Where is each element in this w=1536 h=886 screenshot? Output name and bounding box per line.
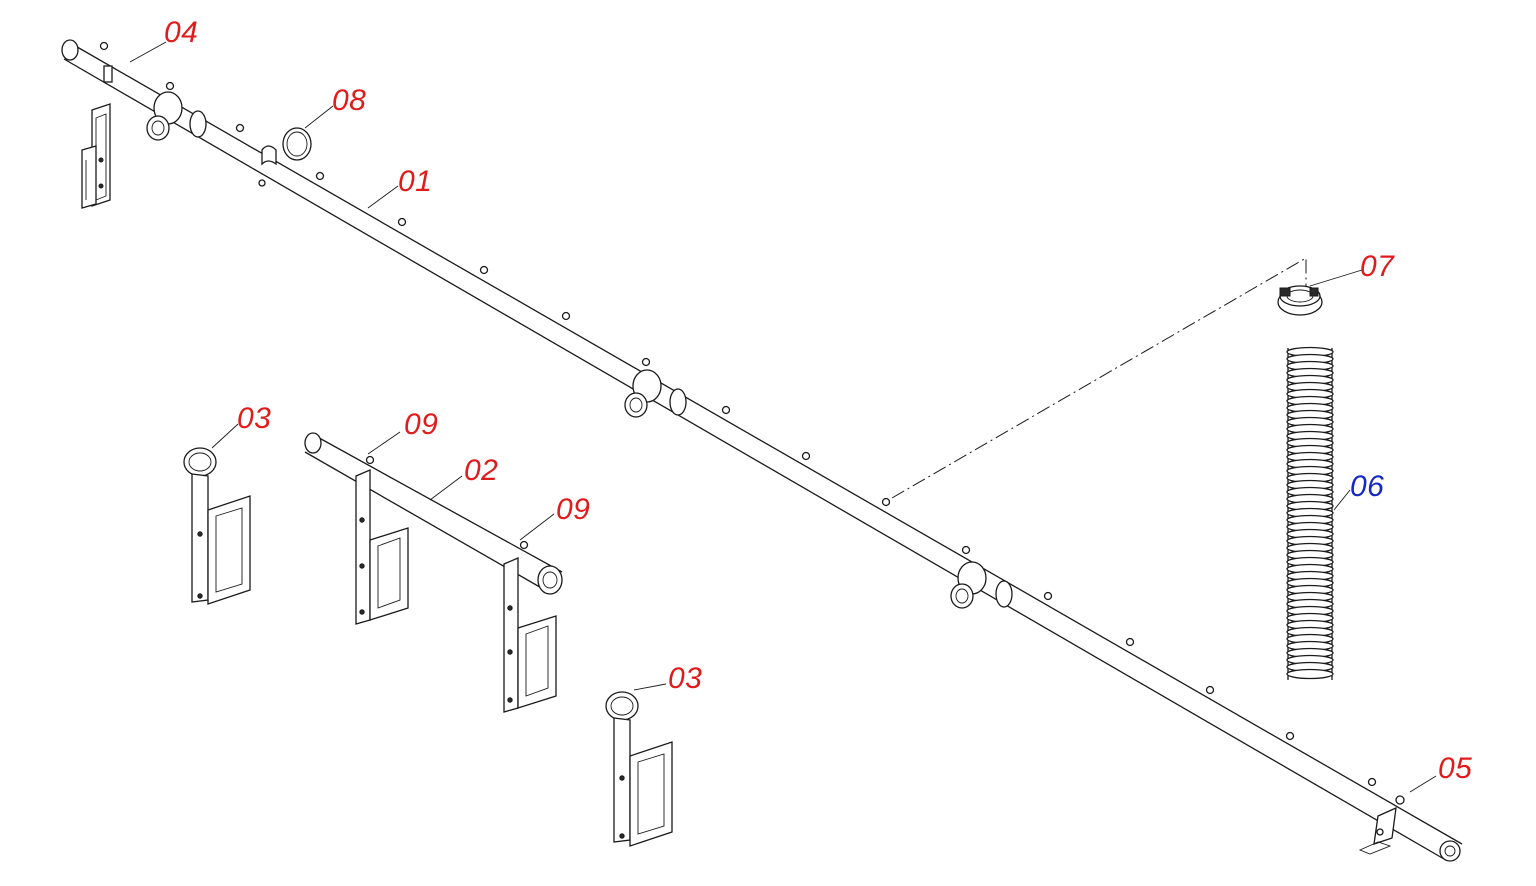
leader-lines (129, 41, 1437, 793)
flange-clamp (1277, 285, 1323, 316)
hose-ring (1286, 668, 1334, 680)
callout-07: 07 (1360, 250, 1395, 283)
end-cap-bracket (1358, 795, 1405, 855)
pipe-ring-clamp (258, 127, 312, 187)
callout-06: 06 (1350, 470, 1384, 503)
tee-fitting-1 (146, 91, 207, 141)
short-pipe-assembly (304, 432, 563, 713)
callout-09-top: 09 (404, 408, 438, 441)
callout-05: 05 (1438, 752, 1472, 785)
callout-09-bottom: 09 (556, 493, 590, 526)
callout-03-middle: 03 (668, 662, 702, 695)
callout-04: 04 (164, 16, 198, 49)
callout-01: 01 (398, 165, 432, 198)
callout-labels: 04 08 01 07 03 09 02 06 09 03 05 (164, 16, 1472, 785)
hanger-middle (605, 691, 673, 847)
callout-03-left: 03 (237, 402, 271, 435)
tee-fitting-3 (950, 561, 1013, 609)
main-pipe (61, 39, 1463, 862)
callout-08: 08 (332, 84, 366, 117)
callout-02: 02 (464, 454, 498, 487)
pipe-bolts (99, 41, 1377, 787)
corrugated-hose (1286, 346, 1334, 680)
end-hanger-bracket (81, 65, 113, 209)
assembly-centerline (891, 257, 1307, 499)
hanger-left (183, 447, 251, 605)
tee-fitting-2 (624, 369, 687, 418)
